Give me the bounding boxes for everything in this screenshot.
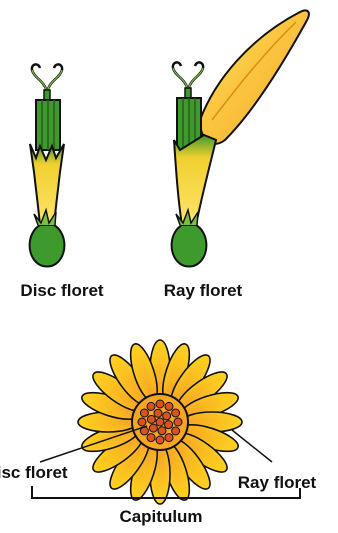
disc-floret-label: Disc floret xyxy=(20,281,103,300)
ray-floret-illustration xyxy=(172,10,309,266)
capitulum-disc-floret-dot xyxy=(154,409,162,417)
ray-floret-ovary xyxy=(172,225,207,267)
ray-floret-stigma xyxy=(173,62,203,90)
disc-floret-illustration xyxy=(30,64,65,266)
disc-floret-ovary xyxy=(30,225,65,267)
disc-floret-stigma xyxy=(32,64,62,92)
capitulum-disc-floret-label: Disc floret xyxy=(0,463,68,482)
ray-floret-label: Ray floret xyxy=(164,281,243,300)
capitulum-disc-floret-dot xyxy=(156,400,164,408)
capitulum-disc-floret-dot xyxy=(156,436,164,444)
capitulum-disc-floret-dot xyxy=(172,427,180,435)
capitulum-label: Capitulum xyxy=(119,507,202,526)
capitulum-disc-floret-dot xyxy=(158,427,166,435)
capitulum-disc-floret-dot xyxy=(140,409,148,417)
capitulum-ray-floret-label: Ray floret xyxy=(238,473,317,492)
capitulum-disc-floret-dot xyxy=(174,418,182,426)
capitulum-disc-floret-dot xyxy=(156,418,164,426)
capitulum-disc-floret-dot xyxy=(147,402,155,410)
capitulum-illustration xyxy=(78,340,242,504)
capitulum-disc-floret-dot xyxy=(165,434,173,442)
ray-floret-ligule xyxy=(200,10,309,143)
capitulum-disc-floret-dot xyxy=(163,412,171,420)
capitulum-disc-floret-dot xyxy=(147,434,155,442)
capitulum-disc-floret-dot xyxy=(147,415,155,423)
capitulum-disc-floret-dot xyxy=(138,418,146,426)
capitulum-disc-floret-dot xyxy=(165,402,173,410)
capitulum-disc-floret-dot xyxy=(165,421,173,429)
capitulum-disc-floret-dot xyxy=(172,409,180,417)
capitulum-disc-floret-dot xyxy=(149,424,157,432)
